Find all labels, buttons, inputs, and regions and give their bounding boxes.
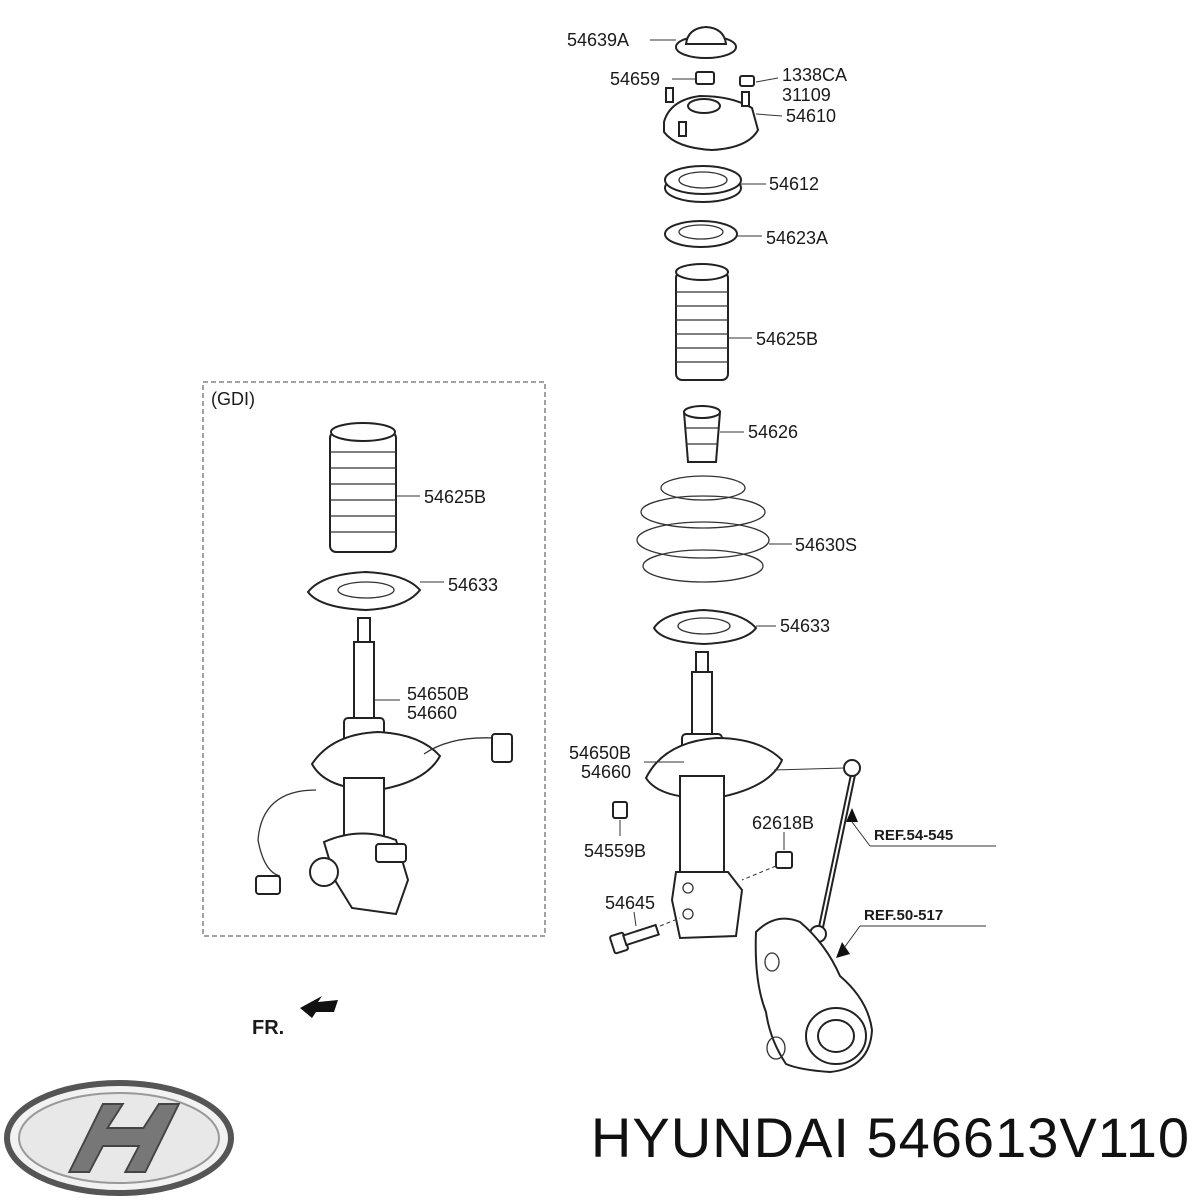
label-54623A: 54623A — [766, 228, 828, 248]
gdi-label: (GDI) — [211, 389, 255, 409]
stabilizer-link — [773, 759, 861, 943]
label-1338CA: 1338CA — [782, 65, 847, 85]
ref-54-545-label: REF.54-545 — [874, 827, 953, 844]
label-54626: 54626 — [748, 422, 798, 442]
gdi-label-54650B: 54650B — [407, 684, 469, 704]
guide-54645 — [659, 917, 681, 927]
guide-62618B — [741, 865, 777, 881]
label-62618B: 62618B — [752, 813, 814, 833]
hyundai-logo-icon — [4, 1080, 234, 1196]
leader-1338CA — [755, 77, 779, 83]
label-54639A: 54639A — [567, 30, 629, 50]
part-54633-spring-pad — [652, 608, 758, 646]
ref-54545-arrow-icon — [846, 808, 858, 822]
gdi-label-54633: 54633 — [448, 575, 498, 595]
front-direction-label: FR. — [252, 1017, 284, 1039]
leader-54645 — [633, 911, 637, 927]
part-54645-bolt — [609, 923, 660, 955]
gdi-label-54625B: 54625B — [424, 487, 486, 507]
label-54645: 54645 — [605, 893, 655, 913]
label-54659: 54659 — [610, 69, 660, 89]
ref-50517-arrow-icon — [836, 942, 850, 958]
part-54625B-dust-boot — [675, 263, 729, 381]
part-54659-nut — [695, 71, 715, 85]
part-54639A-cap — [675, 25, 737, 59]
steering-knuckle — [754, 917, 874, 1074]
label-54612: 54612 — [769, 174, 819, 194]
part-54650B-strut — [644, 651, 784, 940]
leader-ref-54545 — [851, 821, 871, 847]
part-62618B-nut — [775, 851, 793, 869]
ref-50-517-label: REF.50-517 — [864, 907, 943, 924]
gdi-part-54633-spring-pad — [306, 570, 422, 612]
label-54650B-main: 54650B — [569, 743, 631, 763]
label-54660-main: 54660 — [581, 762, 631, 782]
gdi-part-54625B-dust-boot — [329, 422, 397, 553]
product-caption: HYUNDAI 546613V110 — [590, 1106, 1190, 1169]
label-54630S: 54630S — [795, 535, 857, 555]
label-31109: 31109 — [782, 85, 831, 105]
part-54630S-coil-spring — [636, 475, 770, 583]
label-54610: 54610 — [786, 106, 836, 126]
label-54625B-main: 54625B — [756, 329, 818, 349]
part-54559B-nut — [612, 801, 628, 819]
part-54626-bump-stopper — [682, 405, 722, 463]
gdi-part-54650B-strut — [255, 617, 513, 916]
gdi-label-54660: 54660 — [407, 703, 457, 723]
label-54633-main: 54633 — [780, 616, 830, 636]
part-54623A-insulator — [664, 220, 738, 248]
part-54610-strut-mount — [663, 87, 760, 152]
leader-54610 — [755, 113, 783, 117]
label-54559B: 54559B — [584, 841, 646, 861]
gdi-inset-frame — [202, 381, 546, 937]
leader-ref-50517 — [843, 925, 861, 949]
part-54612-bearing — [664, 165, 742, 203]
part-1338CA-nut — [739, 75, 755, 87]
front-direction-arrow-icon — [300, 996, 338, 1018]
